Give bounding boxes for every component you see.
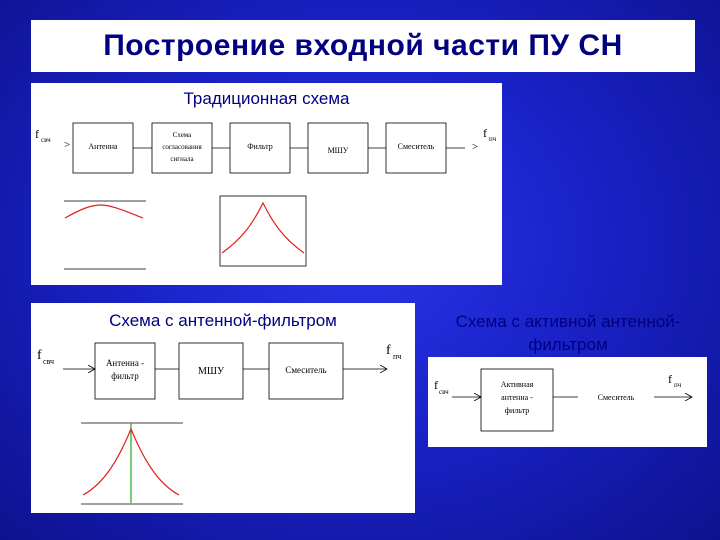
panel-antenna-filter: Схема с антенной-фильтром f свч Антенна …	[31, 303, 415, 513]
title-box: Построение входной части ПУ СН	[31, 20, 695, 72]
block-active-label-2: антенна -	[501, 393, 533, 402]
block-lna	[178, 342, 244, 400]
output-label-f: f	[386, 343, 391, 358]
panel-heading-antenna-filter: Схема с антенной-фильтром	[109, 311, 337, 330]
panel-heading-active-1: Схема с активной антенной-	[455, 312, 681, 331]
response-curve-broad	[64, 204, 144, 219]
page-title: Построение входной части ПУ СН	[103, 29, 623, 62]
input-label-f: f	[37, 348, 42, 363]
traditional-diagram: f свч > Антенна Схема согласования сигна…	[35, 122, 497, 270]
response-curve-narrow	[221, 201, 305, 254]
output-chevron: >	[472, 141, 478, 153]
block-active-label-1: Активная	[501, 380, 534, 389]
block-antenna-label: Антенна	[88, 142, 118, 151]
block-mixer-label: Смеситель	[398, 142, 435, 151]
block-lna-label: МШУ	[198, 366, 225, 377]
active-antenna-filter-diagram: f свч Активная антенна - фильтр Смесител…	[434, 368, 707, 432]
panel-active-antenna-filter: f свч Активная антенна - фильтр Смесител…	[428, 357, 707, 447]
input-label-f: f	[35, 127, 39, 141]
panel-heading-active-2: фильтром	[528, 335, 608, 354]
block-lna-label: МШУ	[328, 146, 349, 155]
output-label-sub: пч	[393, 352, 401, 361]
response-curve	[82, 427, 180, 496]
block-matching-label-2: согласования	[162, 143, 202, 151]
block-active-antenna-filter	[480, 368, 554, 432]
output-label-f: f	[668, 372, 672, 386]
block-active-label-3: фильтр	[505, 406, 529, 415]
output-label-sub: пч	[489, 135, 497, 143]
panel-heading-traditional: Традиционная схема	[183, 89, 350, 108]
block-mixer	[268, 342, 344, 400]
antenna-filter-diagram: f свч Антенна - фильтр МШУ Смеситель f п…	[37, 342, 401, 505]
block-antenna-filter	[94, 342, 156, 400]
block-antenna-filter-label-1: Антенна -	[106, 358, 144, 368]
input-label-sub: свч	[41, 136, 51, 144]
block-filter-label: Фильтр	[247, 142, 273, 151]
response-box	[219, 195, 307, 267]
block-mixer-label: Смеситель	[285, 365, 326, 375]
block-matching-label-3: сигнала	[170, 155, 194, 163]
input-label-sub: свч	[439, 388, 449, 396]
input-label-sub: свч	[43, 357, 54, 366]
output-label-f: f	[483, 126, 487, 140]
panel-traditional: Традиционная схема f свч > Антенна Схема…	[31, 83, 502, 285]
output-label-sub: пч	[674, 381, 682, 389]
block-mixer-label: Смеситель	[598, 393, 635, 402]
block-matching-label-1: Схема	[173, 131, 192, 139]
input-chevron: >	[64, 139, 70, 151]
input-label-f: f	[434, 378, 438, 392]
block-antenna-filter-label-2: фильтр	[111, 371, 139, 381]
